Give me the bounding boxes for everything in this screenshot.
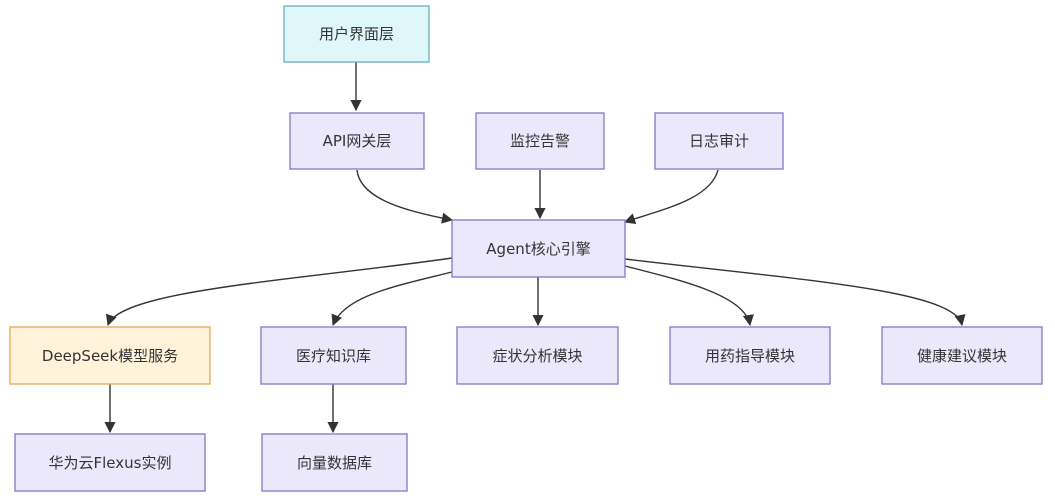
node-box <box>475 112 605 170</box>
node-label: 用药指导模块 <box>705 347 795 365</box>
node-medication: 用药指导模块 <box>669 326 831 385</box>
node-label: 健康建议模块 <box>917 347 1007 365</box>
node-ui-layer: 用户界面层 <box>283 5 430 63</box>
node-box <box>654 112 784 170</box>
node-label: DeepSeek模型服务 <box>42 347 178 365</box>
edge-audit-to-agent <box>623 169 719 225</box>
node-label: Agent核心引擎 <box>486 240 590 258</box>
node-audit-log: 日志审计 <box>654 112 784 170</box>
node-health-advice: 健康建议模块 <box>881 326 1043 385</box>
node-label: 华为云Flexus实例 <box>49 454 172 472</box>
edges <box>104 62 966 434</box>
node-label: 日志审计 <box>689 132 749 150</box>
node-box <box>669 326 831 385</box>
node-box <box>456 326 619 385</box>
node-medical-kb: 医疗知识库 <box>260 326 407 385</box>
node-box <box>9 326 211 385</box>
node-vector-db: 向量数据库 <box>261 433 408 492</box>
node-label: 向量数据库 <box>297 454 372 472</box>
edge-agent-to-deepseek <box>106 257 453 327</box>
node-box <box>283 5 430 63</box>
node-label: 症状分析模块 <box>492 347 582 365</box>
node-box <box>289 112 425 170</box>
node-deepseek: DeepSeek模型服务 <box>9 326 211 385</box>
edge-agent-to-kb <box>331 271 453 327</box>
edge-api-to-agent <box>356 169 454 224</box>
node-box <box>260 326 407 385</box>
node-box <box>451 219 626 278</box>
node-box <box>881 326 1043 385</box>
node-symptom: 症状分析模块 <box>456 326 619 385</box>
node-label: 医疗知识库 <box>296 347 371 365</box>
node-label: 用户界面层 <box>319 25 394 43</box>
node-label: API网关层 <box>323 132 392 150</box>
edge-agent-to-medication <box>624 265 754 327</box>
edge-agent-to-health <box>624 258 966 327</box>
node-agent-core: Agent核心引擎 <box>451 219 626 278</box>
node-label: 监控告警 <box>510 132 570 150</box>
node-flexus: 华为云Flexus实例 <box>14 433 206 492</box>
node-monitoring: 监控告警 <box>475 112 605 170</box>
node-box <box>261 433 408 492</box>
node-box <box>14 433 206 492</box>
node-api-gateway: API网关层 <box>289 112 425 170</box>
